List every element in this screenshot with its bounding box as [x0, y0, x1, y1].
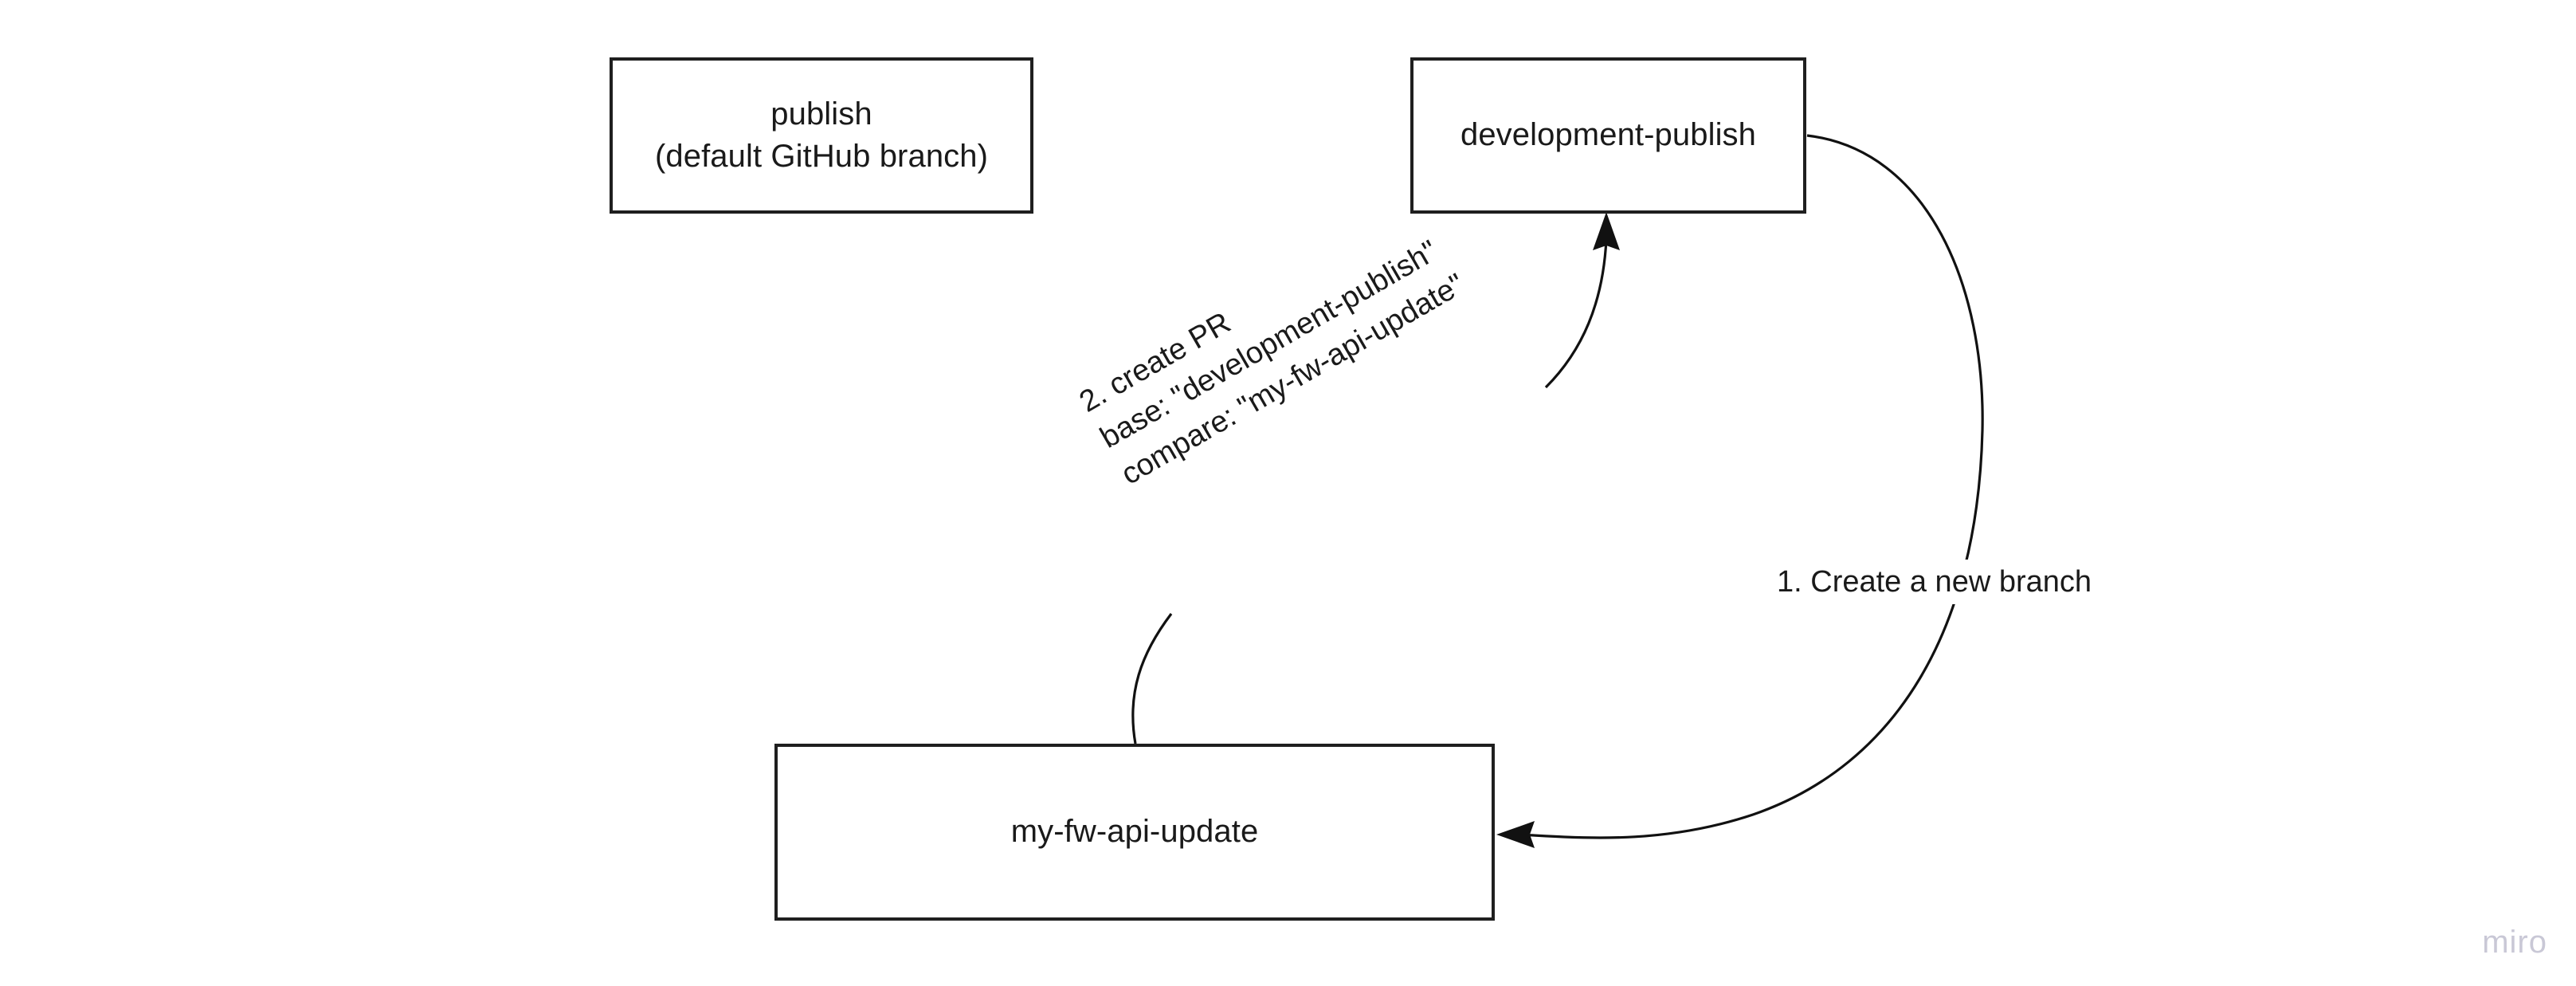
node-my-fw-api-update-label: my-fw-api-update: [1010, 814, 1259, 850]
node-publish[interactable]: publish (default GitHub branch): [610, 57, 1033, 214]
edge-label-create-branch[interactable]: 1. Create a new branch: [1770, 560, 2099, 605]
miro-watermark: miro: [2482, 925, 2547, 960]
node-development-publish-label: development-publish: [1460, 117, 1757, 153]
node-development-publish[interactable]: development-publish: [1410, 57, 1806, 214]
edge-create-pr-path-upper[interactable]: [1544, 238, 1608, 389]
edge-create-pr-arrowhead: [1593, 212, 1620, 250]
edge-create-branch-arrowhead: [1496, 821, 1535, 848]
edge-create-branch-path[interactable]: [1517, 134, 1984, 839]
node-publish-label: publish (default GitHub branch): [654, 96, 989, 174]
node-my-fw-api-update[interactable]: my-fw-api-update: [774, 744, 1495, 921]
edge-create-pr-path-lower[interactable]: [1131, 613, 1173, 744]
